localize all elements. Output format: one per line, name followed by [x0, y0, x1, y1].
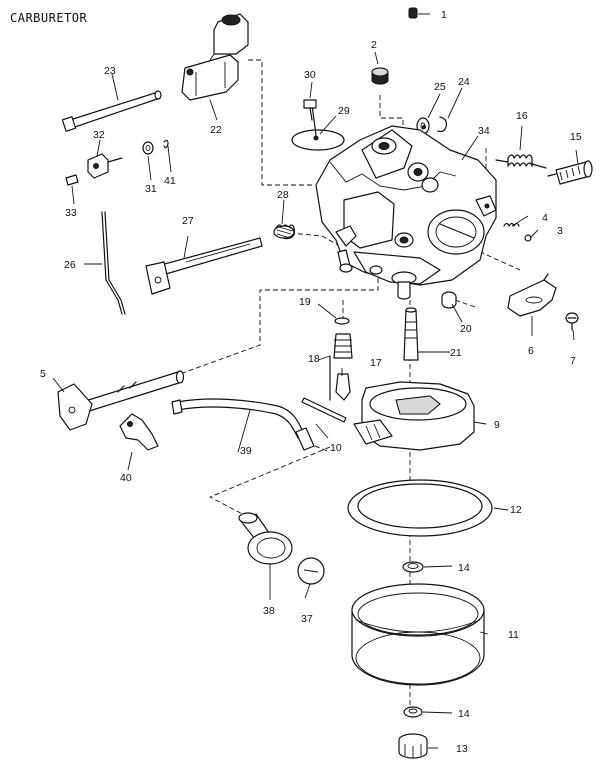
callout-29: 29 — [338, 105, 350, 117]
callout-21: 21 — [450, 347, 462, 359]
callout-31: 31 — [145, 183, 157, 195]
part-38-fitting — [238, 512, 293, 565]
part-27-shaft — [145, 237, 263, 295]
part-6-lever — [507, 273, 557, 317]
parts-31-32-33-41 — [65, 139, 169, 186]
callout-1: 1 — [441, 9, 447, 21]
callout-18: 18 — [308, 353, 320, 365]
parts-3-4 — [503, 222, 532, 242]
part-40-clip — [119, 413, 159, 451]
callout-33: 33 — [65, 207, 77, 219]
part-5-shaft — [57, 370, 185, 431]
part-39-line — [171, 398, 315, 451]
diagram-title: CARBURETOR — [10, 11, 88, 25]
callout-15: 15 — [570, 131, 582, 143]
part-13-bolt — [398, 733, 428, 759]
callout-34: 34 — [478, 125, 490, 137]
leader-lines — [52, 13, 579, 749]
callout-27: 27 — [182, 215, 194, 227]
part-22-bracket — [181, 13, 249, 101]
part-23-screw — [61, 90, 162, 132]
callout-20: 20 — [460, 323, 472, 335]
callout-7: 7 — [570, 355, 576, 367]
callout-labels: 1 2 3 4 5 6 7 9 10 11 12 13 14 14 15 16 … — [40, 9, 582, 755]
callout-37: 37 — [301, 613, 313, 625]
part-12-gasket — [347, 479, 493, 537]
callout-19: 19 — [299, 296, 311, 308]
callout-10: 10 — [330, 442, 342, 454]
part-1-cap — [408, 7, 418, 19]
callout-13: 13 — [456, 743, 468, 755]
part-11-bowl — [351, 583, 485, 686]
callout-14-upper: 14 — [458, 562, 470, 574]
callout-14-lower: 14 — [458, 708, 470, 720]
part-14-washer-lower — [403, 706, 423, 718]
callout-32: 32 — [93, 129, 105, 141]
parts-17-18-19-needle-valve — [329, 317, 353, 401]
callout-40: 40 — [120, 472, 132, 484]
callout-12: 12 — [510, 504, 522, 516]
callout-25: 25 — [434, 81, 446, 93]
callout-23: 23 — [104, 65, 116, 77]
callout-3: 3 — [557, 225, 563, 237]
part-30-screw — [303, 99, 317, 121]
part-9-float — [353, 381, 475, 451]
part-15-screw — [547, 160, 593, 185]
part-14-washer-upper — [402, 561, 424, 573]
callout-39: 39 — [240, 445, 252, 457]
callout-41: 41 — [164, 175, 176, 187]
callout-16: 16 — [516, 110, 528, 122]
part-16-spring — [495, 154, 547, 169]
callout-24: 24 — [458, 76, 470, 88]
part-21-jet — [403, 307, 419, 361]
callout-6: 6 — [528, 345, 534, 357]
callout-4: 4 — [542, 212, 548, 224]
callout-5: 5 — [40, 368, 46, 380]
part-2-cap — [371, 67, 389, 85]
parts-24-25 — [416, 116, 447, 135]
part-7-screw — [565, 312, 579, 331]
callout-2: 2 — [371, 39, 377, 51]
part-20-bolt — [441, 291, 457, 309]
callout-30: 30 — [304, 69, 316, 81]
part-29-disk — [291, 104, 345, 151]
callout-9: 9 — [494, 419, 500, 431]
callout-26: 26 — [64, 259, 76, 271]
callout-17: 17 — [370, 357, 382, 369]
callout-28: 28 — [277, 189, 289, 201]
callout-38: 38 — [263, 605, 275, 617]
part-26-rod — [101, 211, 126, 315]
callout-11: 11 — [508, 629, 519, 641]
part-10-pin — [301, 397, 347, 423]
callout-22: 22 — [210, 124, 222, 136]
part-34-carburetor-body — [315, 125, 497, 300]
part-28-spring — [273, 224, 296, 240]
part-37-washer — [297, 557, 325, 585]
